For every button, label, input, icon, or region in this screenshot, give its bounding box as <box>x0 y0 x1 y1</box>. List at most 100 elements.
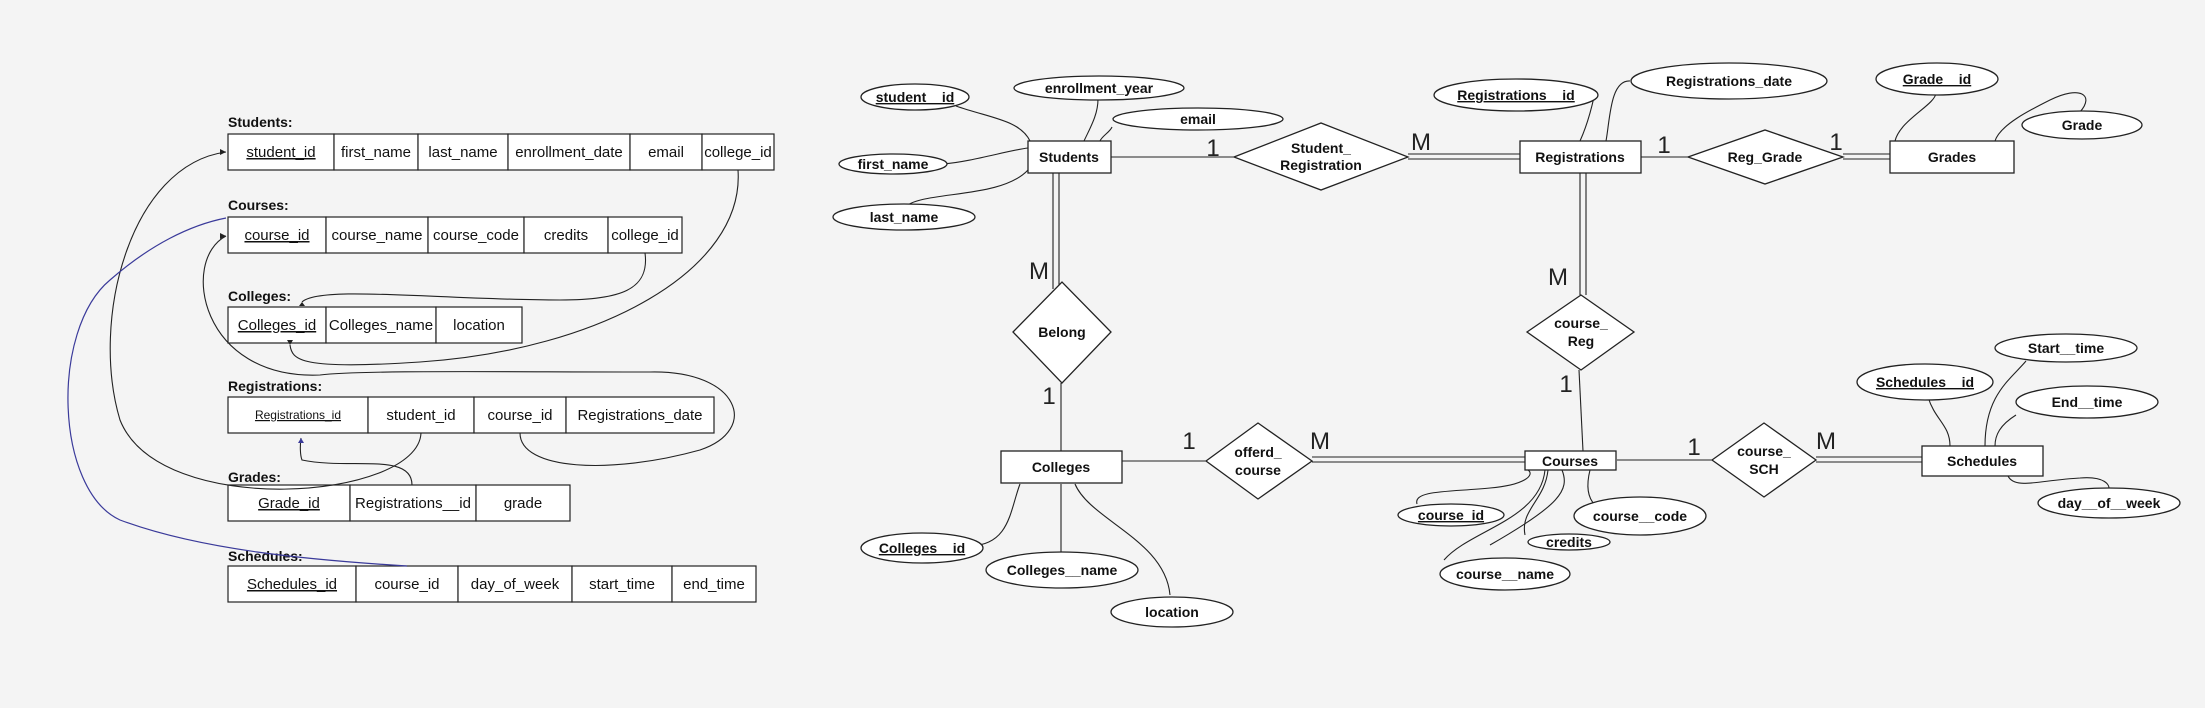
attribute-label: first_name <box>858 156 929 172</box>
column-grade-id: Grade_id <box>258 495 320 512</box>
entity-label: Courses <box>1542 453 1598 469</box>
fk-arrow-grades-registration <box>299 437 413 486</box>
attribute-ellipse <box>2037 487 2181 519</box>
fk-arrow-registrations-course <box>202 235 735 467</box>
attribute-label: enrollment_year <box>1045 80 1154 96</box>
fk-arrow-students-college <box>289 169 739 366</box>
attribute-ellipse <box>2021 110 2143 140</box>
table-cell <box>565 396 715 434</box>
cardinality-label: 1 <box>1206 135 1219 162</box>
relationship-label-line1: Reg_Grade <box>1728 149 1803 165</box>
connector <box>969 483 1021 547</box>
relationship-label-line2: Reg <box>1568 333 1594 349</box>
table-schedules: Schedules: Schedules_id course_id day_of… <box>227 548 757 603</box>
attribute-label: last_name <box>870 209 939 225</box>
entity-colleges: Colleges <box>1000 450 1123 484</box>
column-course-id: course_id <box>374 576 439 593</box>
entity-label: Colleges <box>1032 459 1091 475</box>
attribute-ellipse <box>1110 596 1234 628</box>
table-title-grades: Grades: <box>228 469 281 485</box>
attribute-label: Registrations__id <box>1457 87 1574 103</box>
entity-box <box>1519 140 1642 174</box>
attribute-location: location <box>1110 596 1234 628</box>
foreign-key-connectors <box>67 149 739 567</box>
cardinality-label: 1 <box>1182 428 1195 455</box>
connector <box>1994 92 2087 142</box>
column-registrations-id: Registrations_id <box>255 408 341 422</box>
table-cell <box>333 133 419 171</box>
connector <box>955 105 1031 142</box>
attribute-ellipse <box>1112 107 1284 131</box>
connector <box>1523 469 1549 536</box>
column-student-id: student_id <box>246 144 315 161</box>
table-cell <box>417 133 509 171</box>
relationship-label-line1: Belong <box>1038 324 1085 340</box>
fk-arrow-schedules-course <box>67 217 408 567</box>
relationship-course-sch: course_ SCH <box>1710 422 1818 498</box>
connector <box>1489 469 1565 546</box>
attribute-ellipse <box>1527 533 1611 551</box>
table-cell <box>435 306 523 344</box>
column-end-time: end_time <box>683 576 745 593</box>
connector <box>942 147 1029 165</box>
relationship-diamond <box>1525 294 1636 371</box>
connector <box>1578 369 1584 452</box>
connector <box>1443 469 1546 561</box>
relationship-offerd-course: offerd_ course <box>1204 422 1314 500</box>
connector <box>1984 360 2027 447</box>
table-cell <box>629 133 703 171</box>
attribute-first-name: first_name <box>838 153 948 175</box>
column-schedules-id: Schedules_id <box>247 576 337 593</box>
cardinality-label: M <box>1411 129 1431 156</box>
table-colleges: Colleges: Colleges_id Colleges_name loca… <box>227 288 523 344</box>
table-cell <box>607 216 683 254</box>
cardinality-label: 1 <box>1687 434 1700 461</box>
column-college-id: college_id <box>704 144 772 161</box>
relationship-label-line2: SCH <box>1749 461 1779 477</box>
arrowhead <box>220 149 226 155</box>
table-title-courses: Courses: <box>228 197 289 213</box>
entity-courses: Courses <box>1524 450 1617 471</box>
attribute-ellipse <box>860 532 984 564</box>
attribute-course-id: course_id <box>1397 503 1505 527</box>
table-title-students: Students: <box>228 114 293 130</box>
attribute-label: Schedules__id <box>1876 374 1974 390</box>
connector <box>1074 483 1171 596</box>
attribute-label: location <box>1145 604 1199 620</box>
table-cell <box>227 133 335 171</box>
table-title-colleges: Colleges: <box>228 288 291 304</box>
table-cell <box>427 216 525 254</box>
connector <box>1579 96 1595 142</box>
attribute-ellipse <box>1397 503 1505 527</box>
column-email: email <box>648 144 684 161</box>
table-cell <box>457 565 573 603</box>
table-cell <box>475 484 571 522</box>
relationship-label-line2: course <box>1235 462 1281 478</box>
connector <box>2007 475 2110 491</box>
entity-schedules: Schedules <box>1921 445 2044 477</box>
connector <box>1894 92 1937 142</box>
column-course-code: course_code <box>433 227 519 244</box>
attribute-label: day__of__week <box>2058 495 2161 511</box>
attribute-student-id: student__id <box>860 83 970 111</box>
attribute-ellipse <box>838 153 948 175</box>
relationship-diamond <box>1232 122 1410 191</box>
table-cell <box>349 484 477 522</box>
arrowhead <box>299 302 305 306</box>
cardinality-label: M <box>1310 428 1330 455</box>
table-cell <box>227 484 351 522</box>
cardinality-label: M <box>1029 258 1049 285</box>
attribute-label: course__name <box>1456 566 1554 582</box>
attribute-label: student__id <box>876 89 955 105</box>
attribute-ellipse <box>1875 62 1999 96</box>
attribute-ellipse <box>1856 363 1994 401</box>
table-cell <box>473 396 567 434</box>
column-colleges-name: Colleges_name <box>329 317 433 334</box>
column-course-id: course_id <box>487 407 552 424</box>
attribute-end-time: End__time <box>2015 385 2159 419</box>
attribute-course-name: course__name <box>1439 557 1571 591</box>
table-cell <box>523 216 609 254</box>
attribute-label: Registrations_date <box>1666 73 1792 89</box>
cardinality-label: M <box>1548 264 1568 291</box>
table-title-registrations: Registrations: <box>228 378 322 394</box>
